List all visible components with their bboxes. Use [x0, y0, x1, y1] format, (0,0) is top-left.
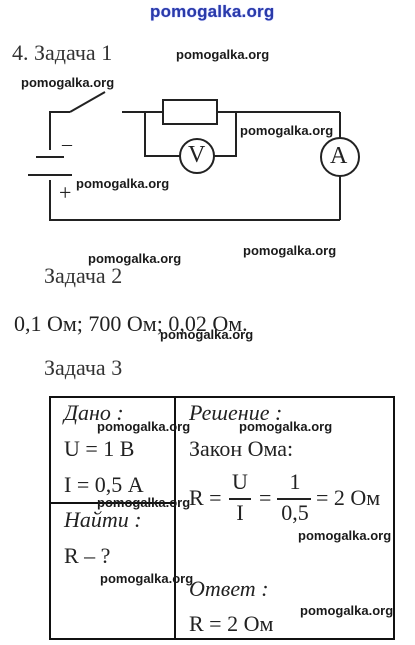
- final-answer: R = 2 Ом: [189, 611, 274, 636]
- solution-header: Решение :: [189, 400, 283, 425]
- formula-denominator: I: [236, 500, 244, 525]
- task2-answer: 0,1 Ом; 700 Ом; 0,02 Ом.: [14, 311, 248, 336]
- wire: [49, 111, 70, 150]
- table-border: [393, 396, 395, 640]
- watermark: pomogalka.org: [239, 419, 333, 434]
- formula-lhs: R =: [189, 485, 222, 510]
- watermark: pomogalka.org: [160, 327, 254, 342]
- wire: [49, 180, 340, 221]
- watermark: pomogalka.org: [100, 571, 194, 586]
- answer-header: Ответ :: [189, 576, 269, 601]
- wire: [214, 112, 237, 157]
- watermark: pomogalka.org: [298, 528, 392, 543]
- voltmeter-label: V: [188, 142, 206, 168]
- table-border: [49, 396, 395, 398]
- wire: [144, 112, 180, 157]
- resistor-icon: [162, 99, 218, 125]
- fraction-bar: [229, 498, 251, 500]
- circuit-diagram: [28, 91, 360, 221]
- given-header: Дано :: [64, 400, 124, 425]
- watermark: pomogalka.org: [243, 243, 337, 258]
- watermark: pomogalka.org: [21, 75, 115, 90]
- formula-result: = 2 Ом: [316, 485, 381, 510]
- table-border: [49, 396, 51, 640]
- fraction-bar: [277, 498, 311, 500]
- task3-title: Задача 3: [44, 355, 123, 380]
- table-border: [49, 638, 395, 640]
- formula-equals: =: [259, 485, 272, 510]
- section-title: 4. Задача 1: [12, 40, 113, 65]
- watermark: pomogalka.org: [240, 123, 334, 138]
- switch-icon: [69, 91, 106, 113]
- formula-numerator: U: [232, 469, 248, 494]
- watermark: pomogalka.org: [88, 251, 182, 266]
- table-divider: [174, 396, 176, 640]
- watermark: pomogalka.org: [300, 603, 394, 618]
- watermark: pomogalka.org: [176, 47, 270, 62]
- watermark-top: pomogalka.org: [150, 2, 275, 21]
- given-current: I = 0,5 А: [64, 472, 144, 497]
- watermark: pomogalka.org: [97, 419, 191, 434]
- ammeter-label: A: [330, 143, 348, 169]
- find-resistance: R – ?: [64, 543, 111, 568]
- task2-title: Задача 2: [44, 263, 123, 288]
- minus-label: –: [62, 133, 72, 155]
- watermark: pomogalka.org: [76, 176, 170, 191]
- find-header: Найти :: [64, 507, 142, 532]
- watermark: pomogalka.org: [97, 495, 191, 510]
- formula-denominator: 0,5: [281, 500, 309, 525]
- voltmeter-icon: [179, 138, 215, 174]
- table-divider: [49, 502, 175, 504]
- plus-label: +: [59, 180, 72, 205]
- ohm-law-label: Закон Ома:: [189, 436, 294, 461]
- given-voltage: U = 1 В: [64, 436, 135, 461]
- formula-numerator: 1: [289, 469, 301, 494]
